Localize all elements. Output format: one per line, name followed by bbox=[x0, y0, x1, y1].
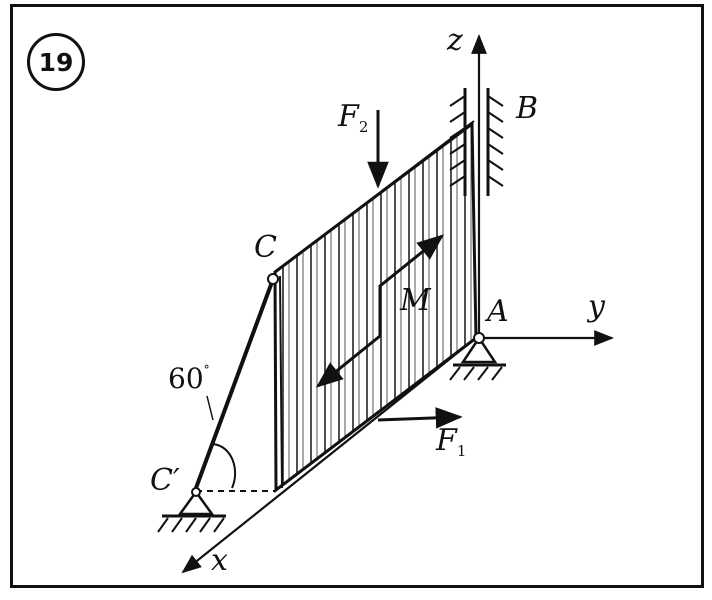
point-B-label: B bbox=[516, 91, 539, 126]
force-F1 bbox=[377, 407, 463, 429]
pin-support-C-prime bbox=[157, 487, 226, 533]
z-axis-label: z bbox=[447, 23, 463, 58]
figure-frame bbox=[10, 4, 704, 588]
angle-label: 60° bbox=[168, 362, 210, 395]
pin-support-A bbox=[449, 332, 506, 381]
wall-support-B bbox=[449, 88, 504, 196]
point-C-prime-label: C′ bbox=[150, 463, 180, 498]
y-axis-label: y bbox=[588, 289, 605, 324]
point-C-label: C bbox=[254, 230, 277, 265]
angle-leader bbox=[206, 395, 214, 421]
force-F1-label: F1 bbox=[436, 423, 467, 460]
hinge-C bbox=[267, 273, 279, 285]
point-A-label: A bbox=[487, 294, 509, 329]
bar-CC bbox=[194, 281, 274, 489]
plate bbox=[273, 120, 478, 494]
x-axis-label: x bbox=[211, 543, 228, 578]
problem-number-badge: 19 bbox=[27, 33, 85, 91]
x-axis bbox=[181, 337, 477, 574]
moment-M-label: M bbox=[400, 283, 431, 318]
angle-arc bbox=[212, 443, 237, 489]
force-F2-label: F2 bbox=[338, 99, 369, 136]
axes bbox=[181, 34, 614, 574]
moment-M bbox=[315, 234, 445, 388]
